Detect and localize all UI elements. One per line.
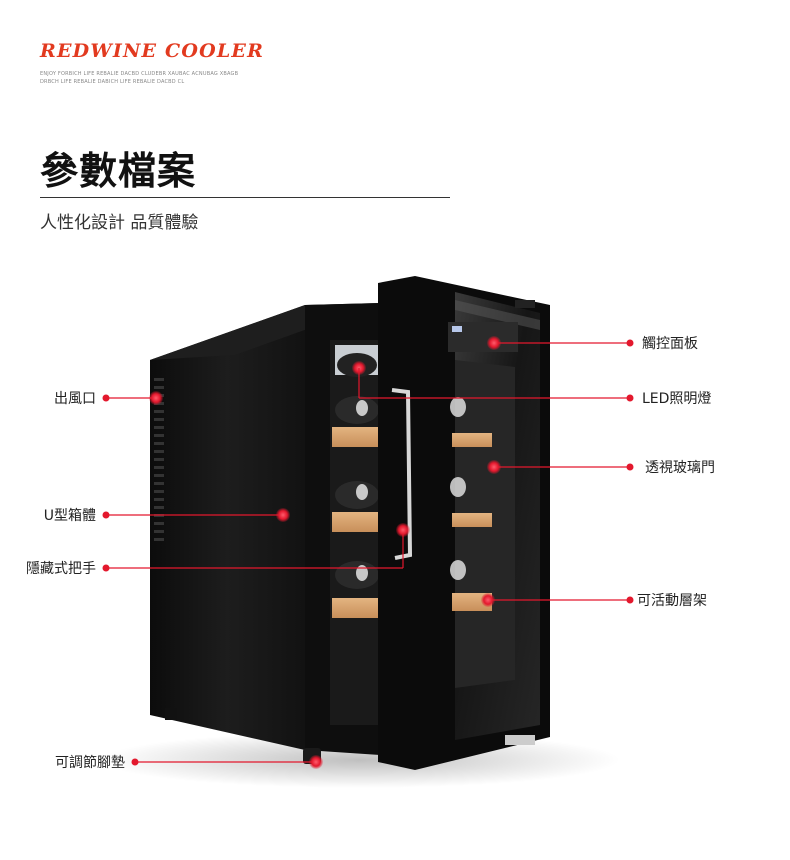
glass-reflection [455,300,540,330]
page-subtitle: 人性化設計 品質體驗 [40,213,199,233]
glass-bottles [450,397,466,580]
label-air-outlet: 出風口 [54,391,96,407]
brand-tagline: ENJOY FORBICH LIFE REBALIE DACBD CLUDEBR… [40,70,240,86]
interior-shelves [332,427,380,618]
label-hidden-handle: 隱藏式把手 [26,561,96,577]
label-adjustable-feet: 可調節腳墊 [55,755,125,771]
label-movable-shelf: 可活動層架 [637,593,707,609]
brand-tagline-line-2: DRBCH LIFE REBALIE DABICH LIFE REBALIE D… [40,79,185,85]
label-touch-panel: 觸控面板 [642,336,698,352]
label-glass-door: 透視玻璃門 [645,460,715,476]
cabinet-side-panel [150,305,305,750]
cabinet-foot-back [165,708,177,720]
brand-tagline-line-1: ENJOY FORBICH LIFE REBALIE DACBD CLUDEBR… [40,71,239,77]
title-divider [40,197,450,198]
label-led-light: LED照明燈 [642,391,712,407]
door-hinge-bottom [505,735,535,745]
callout-lines [106,342,630,763]
callout-markers [149,336,501,769]
brand-logo: REDWINE COOLER [40,40,265,62]
page-title: 參數檔案 [40,149,197,193]
touch-panel-display [452,326,462,332]
label-u-shaped-body: U型箱體 [43,508,96,524]
callout-end-dots [102,339,634,766]
door-hinge-top [515,300,535,308]
